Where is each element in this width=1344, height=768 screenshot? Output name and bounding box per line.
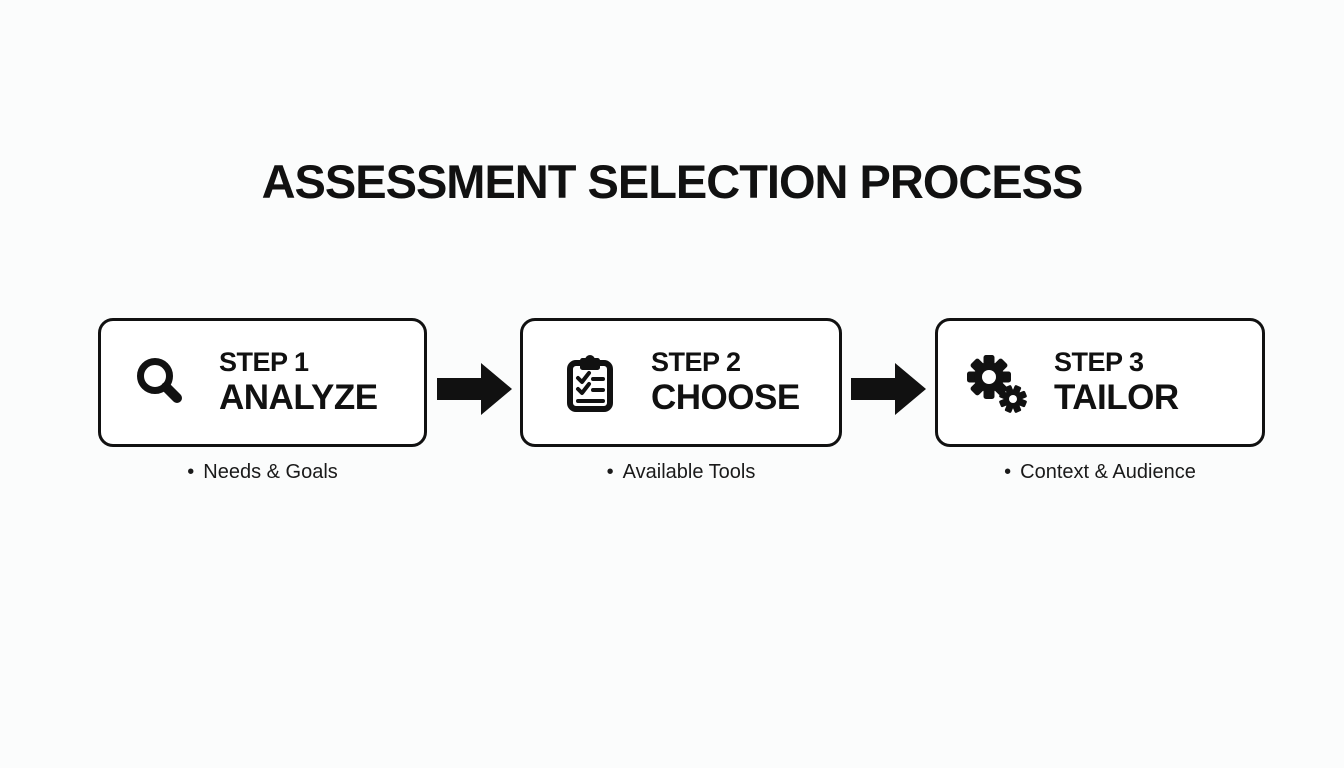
step-1-bullet: • Needs & Goals — [98, 461, 427, 484]
step-action-label: TAILOR — [1054, 377, 1179, 417]
bullet-dot: • — [1004, 461, 1012, 483]
diagram-title: ASSESSMENT SELECTION PROCESS — [261, 155, 1084, 208]
step-2-bullet: • Available Tools — [520, 461, 842, 484]
right-arrow-icon — [851, 363, 926, 415]
clipboard-checklist-icon — [567, 354, 613, 412]
gears-icon — [967, 354, 1027, 413]
step-2-text: STEP 2 CHOOSE — [651, 347, 800, 418]
step-3-text: STEP 3 TAILOR — [1054, 347, 1179, 418]
bullet-label: Needs & Goals — [203, 461, 338, 483]
bullet-dot: • — [187, 461, 195, 483]
bullet-dot: • — [606, 461, 614, 483]
bullet-label: Context & Audience — [1020, 461, 1196, 483]
step-1-text: STEP 1 ANALYZE — [219, 347, 378, 418]
right-arrow-icon — [437, 363, 512, 415]
step-action-label: CHOOSE — [651, 377, 800, 417]
step-action-label: ANALYZE — [219, 377, 378, 417]
magnifier-icon — [137, 357, 182, 403]
step-2-box: STEP 2 CHOOSE — [520, 318, 842, 447]
step-label: STEP 3 — [1054, 346, 1144, 377]
step-3-box: STEP 3 TAILOR — [935, 318, 1265, 447]
bullet-label: Available Tools — [622, 461, 756, 483]
step-label: STEP 1 — [219, 346, 309, 377]
step-3-bullet: • Context & Audience — [935, 461, 1265, 484]
step-1-box: STEP 1 ANALYZE — [98, 318, 427, 447]
step-label: STEP 2 — [651, 346, 741, 377]
